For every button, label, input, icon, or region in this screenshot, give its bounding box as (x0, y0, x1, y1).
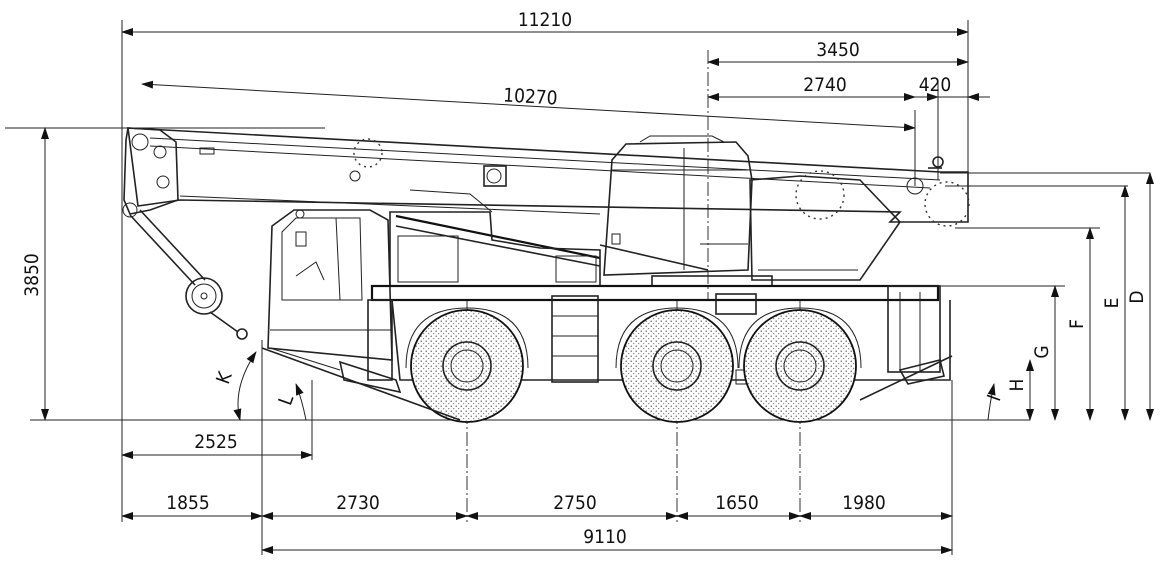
label-boom-length: 10270 (503, 84, 559, 109)
label-rear-to-slew-axis: 2740 (803, 74, 847, 96)
label-rear-overhang-total: 3450 (816, 39, 860, 61)
label-overall-height: 3850 (21, 253, 43, 297)
wheel-axle-3 (743, 309, 857, 423)
label-letter-K: K (212, 368, 237, 387)
hook-block (129, 209, 248, 340)
label-letter-F: F (1066, 319, 1088, 329)
label-overall-length: 11210 (518, 9, 572, 31)
wheel-axle-1 (410, 309, 524, 423)
wheel-axle-2 (620, 309, 734, 423)
label-boom-head-offset: 420 (919, 74, 952, 96)
boom-head (122, 127, 179, 218)
angle-arc-K (233, 351, 257, 421)
dim-line-boom-length (141, 80, 916, 132)
crane-outline (122, 127, 970, 423)
label-letter-D: D (1126, 290, 1148, 303)
label-rear-overhang: 1980 (842, 492, 886, 514)
angle-arc-L (295, 383, 307, 421)
luffing-cylinder (395, 214, 709, 271)
dimension-lines (41, 28, 1154, 554)
label-front-overhang: 1855 (166, 492, 210, 514)
label-wheelbase-total: 9110 (583, 526, 627, 548)
label-axle-1-2: 2730 (336, 492, 380, 514)
label-letter-E: E (1101, 298, 1123, 309)
label-axle-2-3: 2750 (553, 492, 597, 514)
label-front-wheel-to-hook: 2525 (194, 431, 238, 453)
angle-lines (261, 347, 953, 421)
label-letter-G: G (1031, 345, 1053, 358)
angle-arc-I (987, 383, 996, 421)
extension-lines (5, 20, 1150, 555)
label-letter-H: H (1006, 379, 1028, 392)
telescopic-boom (127, 127, 970, 227)
label-letter-L: L (274, 391, 298, 408)
label-axle-3-4: 1650 (715, 492, 759, 514)
label-letter-I: I (983, 392, 1005, 404)
wheel-arches (405, 307, 862, 369)
